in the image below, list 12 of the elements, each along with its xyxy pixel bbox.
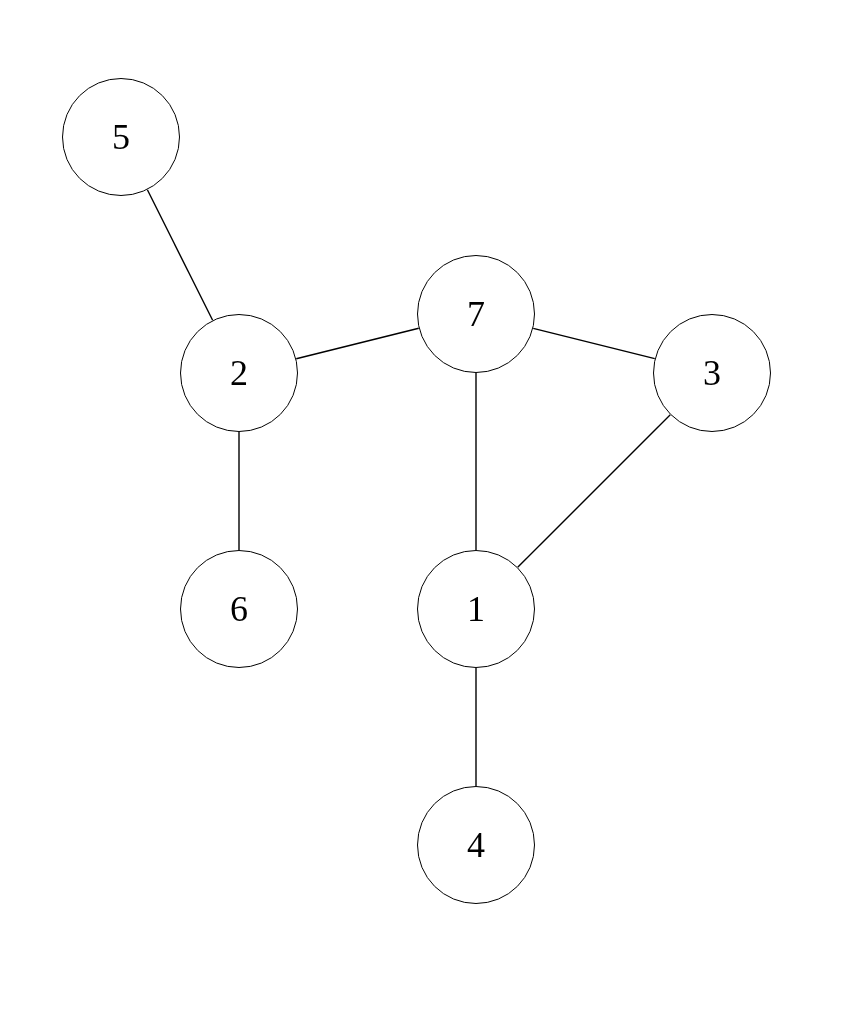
connector-line bbox=[517, 414, 671, 568]
node-label: 5 bbox=[112, 119, 130, 155]
connector-line bbox=[475, 372, 477, 551]
connector-line bbox=[146, 189, 214, 321]
node-label: 2 bbox=[230, 355, 248, 391]
node-label: 3 bbox=[703, 355, 721, 391]
node-label: 7 bbox=[467, 296, 485, 332]
node-label: 6 bbox=[230, 591, 248, 627]
connector-line bbox=[475, 667, 477, 787]
connector-line bbox=[238, 431, 240, 551]
node-label: 4 bbox=[467, 827, 485, 863]
node-label: 1 bbox=[467, 591, 485, 627]
